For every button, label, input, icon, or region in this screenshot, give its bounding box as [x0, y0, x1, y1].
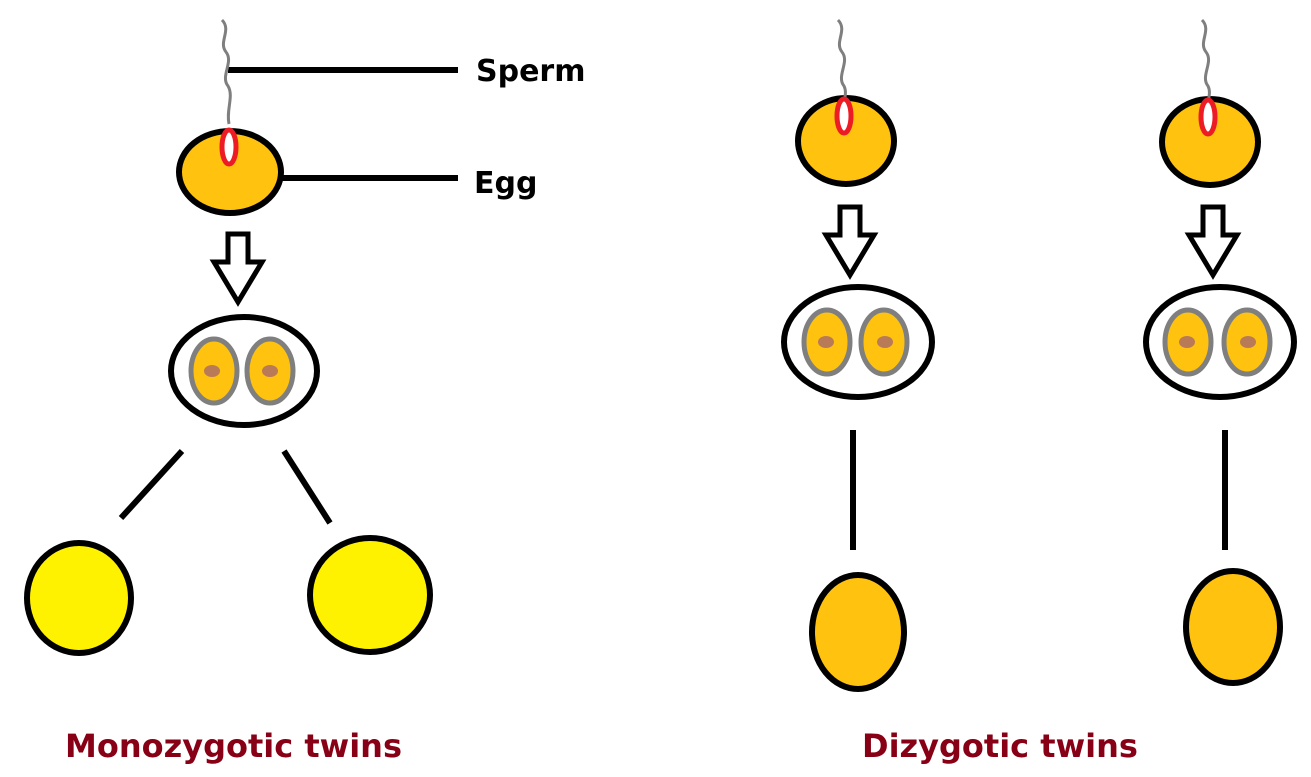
down-arrow: [821, 204, 879, 280]
monozygotic-diagram: Sperm Egg Monozygotic twins: [24, 18, 585, 765]
nucleus-right: [877, 336, 893, 348]
sperm-tail: [836, 18, 847, 109]
twin: [809, 572, 907, 692]
egg-label: Egg: [474, 166, 537, 201]
twin-left: [24, 540, 134, 656]
nucleus-right: [1240, 336, 1256, 348]
nucleus-right: [262, 365, 278, 377]
dizygotic-column-2: [1143, 18, 1297, 686]
dizygotic-diagram: Dizygotic twins: [781, 18, 1297, 765]
twin-right: [307, 535, 433, 655]
dizygotic-caption: Dizygotic twins: [862, 727, 1138, 765]
branch-line-left: [118, 448, 185, 521]
sperm-head: [1198, 97, 1218, 137]
down-arrow: [1184, 204, 1242, 280]
sperm-tail: [220, 18, 232, 125]
branch-line-right: [281, 449, 333, 525]
split-zygote: [168, 314, 320, 428]
nucleus-left: [204, 365, 220, 377]
split-zygote: [781, 284, 935, 400]
dizygotic-column-1: [781, 18, 935, 692]
twin: [1183, 568, 1283, 686]
down-arrow: [209, 231, 267, 307]
sperm-label: Sperm: [476, 54, 585, 89]
sperm-head: [219, 127, 239, 167]
sperm-tail: [1200, 18, 1211, 109]
nucleus-left: [818, 336, 834, 348]
nucleus-left: [1179, 336, 1195, 348]
split-zygote: [1143, 284, 1297, 400]
monozygotic-caption: Monozygotic twins: [65, 727, 402, 765]
sperm-head: [834, 96, 854, 136]
